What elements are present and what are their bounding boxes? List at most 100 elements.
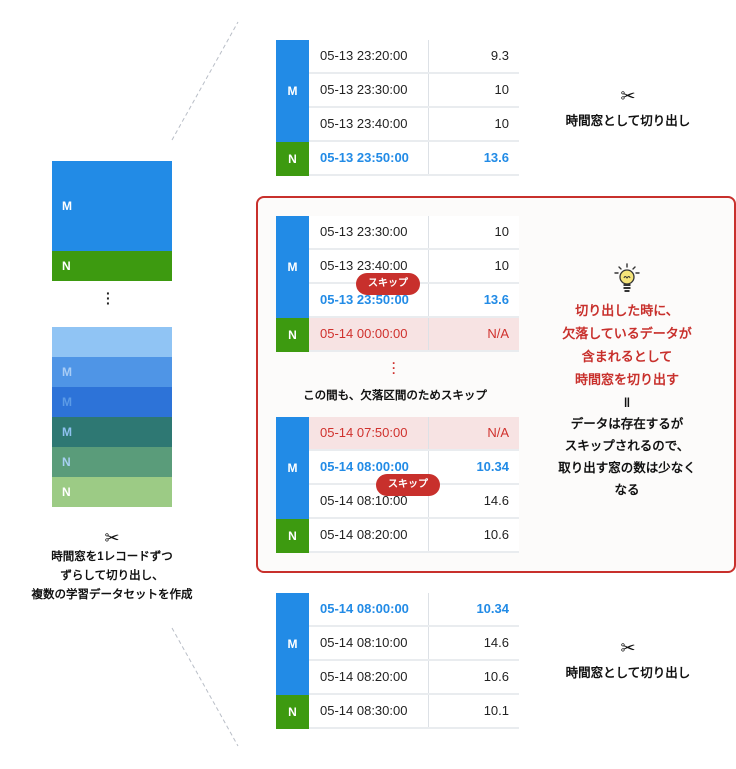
- timestamp-cell: 05-14 08:00:00: [309, 593, 429, 625]
- stacked-window: N: [52, 477, 172, 507]
- timestamp-cell: 05-14 08:00:00: [309, 451, 429, 483]
- insight-red-line: 欠落しているデータが: [562, 326, 692, 341]
- value-cell: 14.6: [483, 635, 509, 650]
- value-cell: 13.6: [483, 292, 509, 307]
- n-tag: N: [276, 519, 309, 553]
- scissors-icon: ✂: [620, 86, 636, 106]
- stacked-window: M: [52, 387, 172, 417]
- window1-note-label: 時間窓として切り出し: [565, 114, 691, 128]
- stacked-window: N: [52, 447, 172, 477]
- caption-line: 時間窓を1レコードずつ: [51, 551, 173, 563]
- value-cell: 10: [494, 258, 509, 273]
- timestamp-cell: 05-13 23:20:00: [309, 40, 429, 72]
- stacked-window-label: M: [62, 395, 72, 409]
- stacked-window: M: [52, 357, 172, 387]
- n-tag: N: [276, 318, 309, 352]
- timestamp-cell: 05-14 08:10:00: [309, 627, 429, 659]
- timestamp-cell: 05-13 23:40:00: [309, 108, 429, 140]
- stacked-window-label: M: [62, 425, 72, 439]
- connector-bottom: [171, 627, 239, 747]
- table-row: 05-13 23:50:00 13.6: [276, 142, 519, 176]
- overview-m-label: M: [62, 199, 72, 213]
- window2-note-label: 時間窓として切り出し: [565, 666, 691, 680]
- stacked-window-label: N: [62, 455, 71, 469]
- value-cell: 14.6: [483, 493, 509, 508]
- stacked-window-label: N: [62, 485, 71, 499]
- value-cell: 13.6: [483, 150, 509, 165]
- timestamp-cell: 05-13 23:30:00: [309, 216, 429, 248]
- window1-note: ✂ 時間窓として切り出し: [520, 86, 736, 129]
- insight-panel: 切り出した時に、 欠落しているデータが 含まれるとして 時間窓を切り出す ‖ デ…: [520, 263, 734, 501]
- value-cell: 10: [494, 224, 509, 239]
- insight-black-line: 取り出す窓の数は少なく: [558, 461, 696, 475]
- m-tag: M: [276, 593, 309, 695]
- m-tag: M: [276, 216, 309, 318]
- timestamp-cell: 05-13 23:40:00: [309, 250, 429, 282]
- timestamp-cell: 05-14 00:00:00: [309, 318, 429, 350]
- table-row: 05-14 08:20:00 10.6: [276, 519, 519, 553]
- overview-n-label: N: [62, 259, 71, 273]
- equals-sign: ‖: [623, 395, 631, 410]
- table-row: 05-13 23:20:00 9.3: [276, 40, 519, 74]
- timestamp-cell: 05-14 08:30:00: [309, 695, 429, 727]
- m-tag: M: [276, 417, 309, 519]
- table-row: 05-14 07:50:00 N/A: [276, 417, 519, 451]
- value-cell: 10.6: [483, 527, 509, 542]
- insight-red-line: 時間窓を切り出す: [574, 372, 679, 387]
- table-row: 05-14 08:10:00 14.6: [276, 627, 519, 661]
- value-cell: 10: [494, 116, 509, 131]
- value-cell: N/A: [487, 326, 509, 341]
- table-row: 05-13 23:50:00 13.6: [276, 284, 519, 318]
- scissors-icon: ✂: [620, 638, 636, 658]
- insight-black-line: なる: [614, 483, 640, 497]
- gap-text: この間も、欠落区間のためスキップ: [303, 390, 487, 402]
- timestamp-cell: 05-14 08:20:00: [309, 661, 429, 693]
- table-row: 05-14 00:00:00 N/A: [276, 318, 519, 352]
- timestamp-cell: 05-14 08:10:00: [309, 485, 429, 517]
- timestamp-cell: 05-13 23:50:00: [309, 284, 429, 316]
- insight-black-line: スキップされるので、: [564, 439, 690, 453]
- scissors-icon: ✂: [104, 528, 120, 548]
- insight-black-line: データは存在するが: [570, 417, 684, 431]
- stacked-window-label: M: [62, 365, 72, 379]
- value-cell: N/A: [487, 425, 509, 440]
- gap-ellipsis: ···: [392, 356, 396, 380]
- stacked-window: M: [52, 417, 172, 447]
- value-cell: 10: [494, 82, 509, 97]
- timestamp-cell: 05-14 07:50:00: [309, 417, 429, 449]
- table-row: 05-14 08:30:00 10.1: [276, 695, 519, 729]
- overview-caption: ✂ 時間窓を1レコードずつ ずらして切り出し、 複数の学習データセットを作成: [0, 528, 224, 605]
- timestamp-cell: 05-13 23:50:00: [309, 142, 429, 174]
- insight-red-line: 含まれるとして: [581, 349, 673, 364]
- caption-line: 複数の学習データセットを作成: [31, 589, 193, 601]
- overview-window-stack: M M M N N: [52, 327, 172, 507]
- caption-line: ずらして切り出し、: [60, 570, 164, 582]
- value-cell: 10.1: [483, 703, 509, 718]
- value-cell: 9.3: [490, 48, 509, 63]
- value-cell: 10.34: [476, 459, 509, 474]
- n-tag: N: [276, 142, 309, 176]
- overview-ellipsis: ···: [106, 285, 111, 311]
- overview-n-block: N: [52, 251, 172, 281]
- table-row: 05-14 08:20:00 10.6: [276, 661, 519, 695]
- connector-top: [171, 21, 239, 141]
- table-row: 05-13 23:40:00 10: [276, 108, 519, 142]
- window2-note: ✂ 時間窓として切り出し: [520, 638, 736, 681]
- table-row: 05-13 23:30:00 10: [276, 216, 519, 250]
- stacked-window: [52, 327, 172, 357]
- skip-badge: スキップ: [376, 474, 440, 496]
- timestamp-cell: 05-14 08:20:00: [309, 519, 429, 551]
- value-cell: 10.34: [476, 601, 509, 616]
- table-row: 05-14 08:00:00 10.34: [276, 593, 519, 627]
- n-tag: N: [276, 695, 309, 729]
- value-cell: 10.6: [483, 669, 509, 684]
- insight-red-line: 切り出した時に、: [575, 303, 679, 318]
- overview-m-block: M: [52, 161, 172, 251]
- skip-badge: スキップ: [356, 273, 420, 295]
- lightbulb-icon: [614, 263, 640, 292]
- m-tag: M: [276, 40, 309, 142]
